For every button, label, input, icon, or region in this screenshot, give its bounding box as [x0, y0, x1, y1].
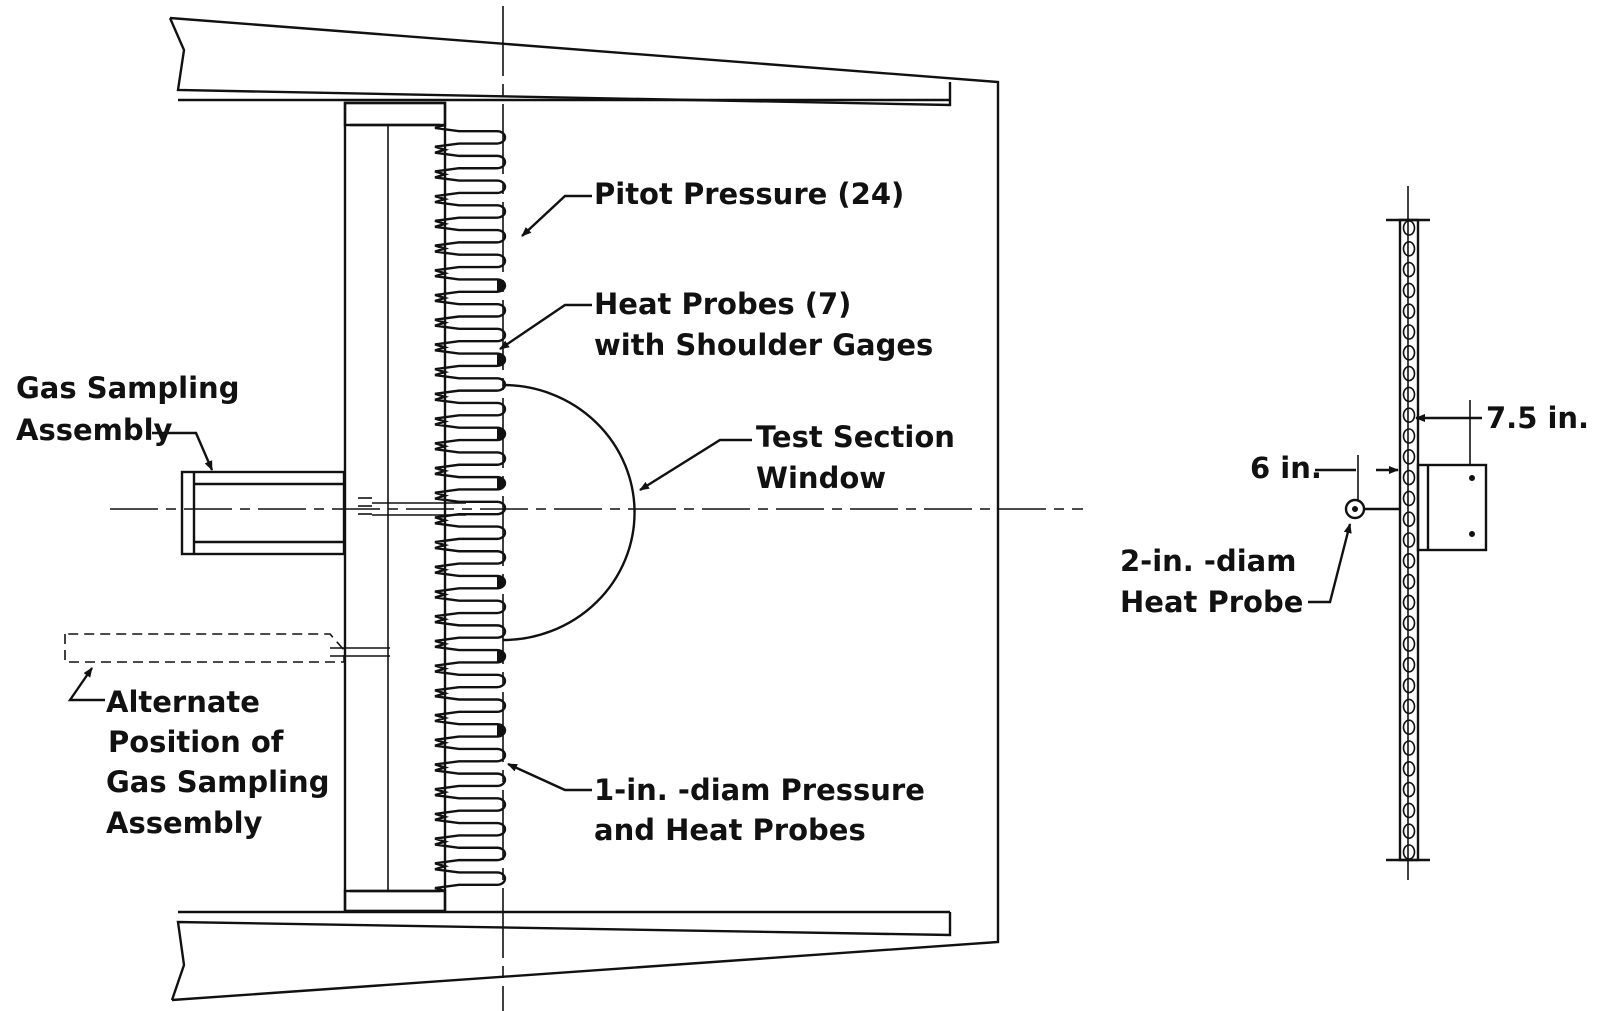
label-alternate: Alternate — [106, 685, 260, 719]
leader-lines — [67, 194, 752, 792]
side-probe-hole — [1402, 719, 1416, 736]
centerlines — [110, 6, 1083, 1011]
side-probe-hole — [1402, 220, 1416, 236]
label-probes: 1-in. -diam Pressure — [594, 773, 925, 807]
side-probe-hole — [1402, 407, 1416, 424]
heat-probe-tip — [497, 427, 506, 441]
labels: Pitot Pressure (24) Heat Probes (7) with… — [16, 177, 1589, 847]
label-alternate-2: Position of — [108, 725, 284, 759]
heat-probe-tip — [497, 279, 505, 292]
label-dim-7-5: 7.5 in. — [1486, 401, 1589, 435]
side-probe-hole — [1402, 760, 1416, 777]
heat-probe-tip — [497, 650, 506, 663]
side-probe-hole — [1402, 594, 1416, 611]
rake-side-view — [1308, 186, 1488, 880]
label-alternate-3: Gas Sampling — [106, 765, 329, 799]
heat-probe-tip — [497, 724, 506, 737]
side-probe-hole — [1402, 365, 1416, 382]
side-probe-hole — [1402, 344, 1416, 361]
label-probes-sub: and Heat Probes — [594, 813, 866, 847]
label-heat-probes-sub: with Shoulder Gages — [594, 328, 933, 362]
side-view-probe-holes — [1402, 220, 1416, 860]
side-probe-hole — [1402, 573, 1416, 590]
label-dim-6: 6 in. — [1250, 451, 1322, 485]
side-probe-hole — [1402, 241, 1416, 257]
heat-probe-tip — [497, 477, 505, 490]
side-probe-hole — [1402, 469, 1416, 486]
side-probe-hole — [1402, 490, 1416, 507]
rake-strut — [343, 101, 447, 913]
side-probe-hole — [1402, 656, 1416, 673]
side-probe-hole — [1402, 282, 1416, 299]
label-alternate-4: Assembly — [106, 806, 263, 840]
probe-comb — [434, 123, 507, 893]
side-probe-hole — [1402, 532, 1416, 548]
label-gas-sampling-sub: Assembly — [16, 413, 173, 447]
gas-sampling-assembly — [180, 470, 466, 556]
side-probe-hole — [1402, 261, 1416, 278]
heat-probe-tip — [497, 575, 506, 589]
side-probe-hole — [1402, 740, 1416, 756]
side-probe-hole — [1402, 324, 1416, 340]
label-pitot-pressure: Pitot Pressure (24) — [594, 177, 904, 211]
label-heat-probe-2in-sub: Heat Probe — [1120, 585, 1303, 619]
side-probe-hole — [1402, 698, 1416, 715]
label-heat-probe-2in: 2-in. -diam — [1120, 544, 1296, 578]
label-test-section: Test Section — [756, 420, 955, 454]
side-probe-hole — [1402, 428, 1416, 444]
side-probe-hole — [1402, 823, 1416, 840]
nozzle-walls — [168, 16, 1000, 1002]
label-heat-probes: Heat Probes (7) — [594, 287, 851, 321]
side-probe-hole — [1402, 677, 1416, 694]
side-probe-hole — [1402, 511, 1416, 528]
side-probe-hole — [1402, 636, 1416, 652]
alternate-position-outline — [64, 633, 390, 663]
test-section-window-arc — [502, 383, 636, 642]
side-probe-hole — [1402, 386, 1416, 403]
side-probe-hole — [1402, 844, 1416, 860]
label-gas-sampling: Gas Sampling — [16, 371, 239, 405]
side-probe-hole — [1402, 303, 1416, 320]
side-probe-hole — [1402, 802, 1416, 819]
side-probe-hole — [1402, 781, 1416, 798]
side-probe-hole — [1402, 448, 1416, 465]
side-probe-hole — [1402, 615, 1416, 632]
heat-probe-tip — [497, 353, 505, 366]
probe-teeth — [434, 123, 507, 893]
side-probe-hole — [1402, 552, 1416, 569]
label-test-section-sub: Window — [756, 461, 886, 495]
